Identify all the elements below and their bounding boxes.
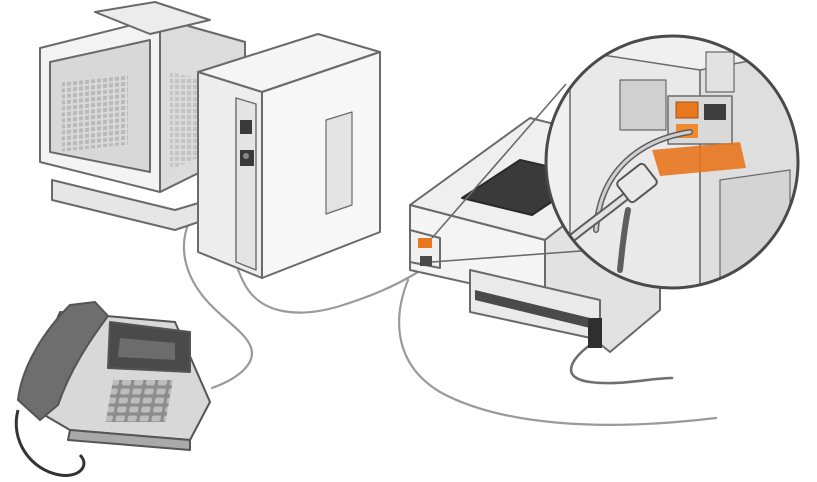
printer-port-ext	[420, 256, 432, 266]
printer-port-line	[418, 238, 432, 248]
ext-port	[704, 104, 726, 120]
line-port	[676, 102, 698, 118]
desktop-tower-icon	[198, 34, 380, 278]
power-cord	[571, 345, 672, 383]
desk-telephone-icon	[16, 302, 210, 475]
tower-port-top	[240, 120, 252, 134]
